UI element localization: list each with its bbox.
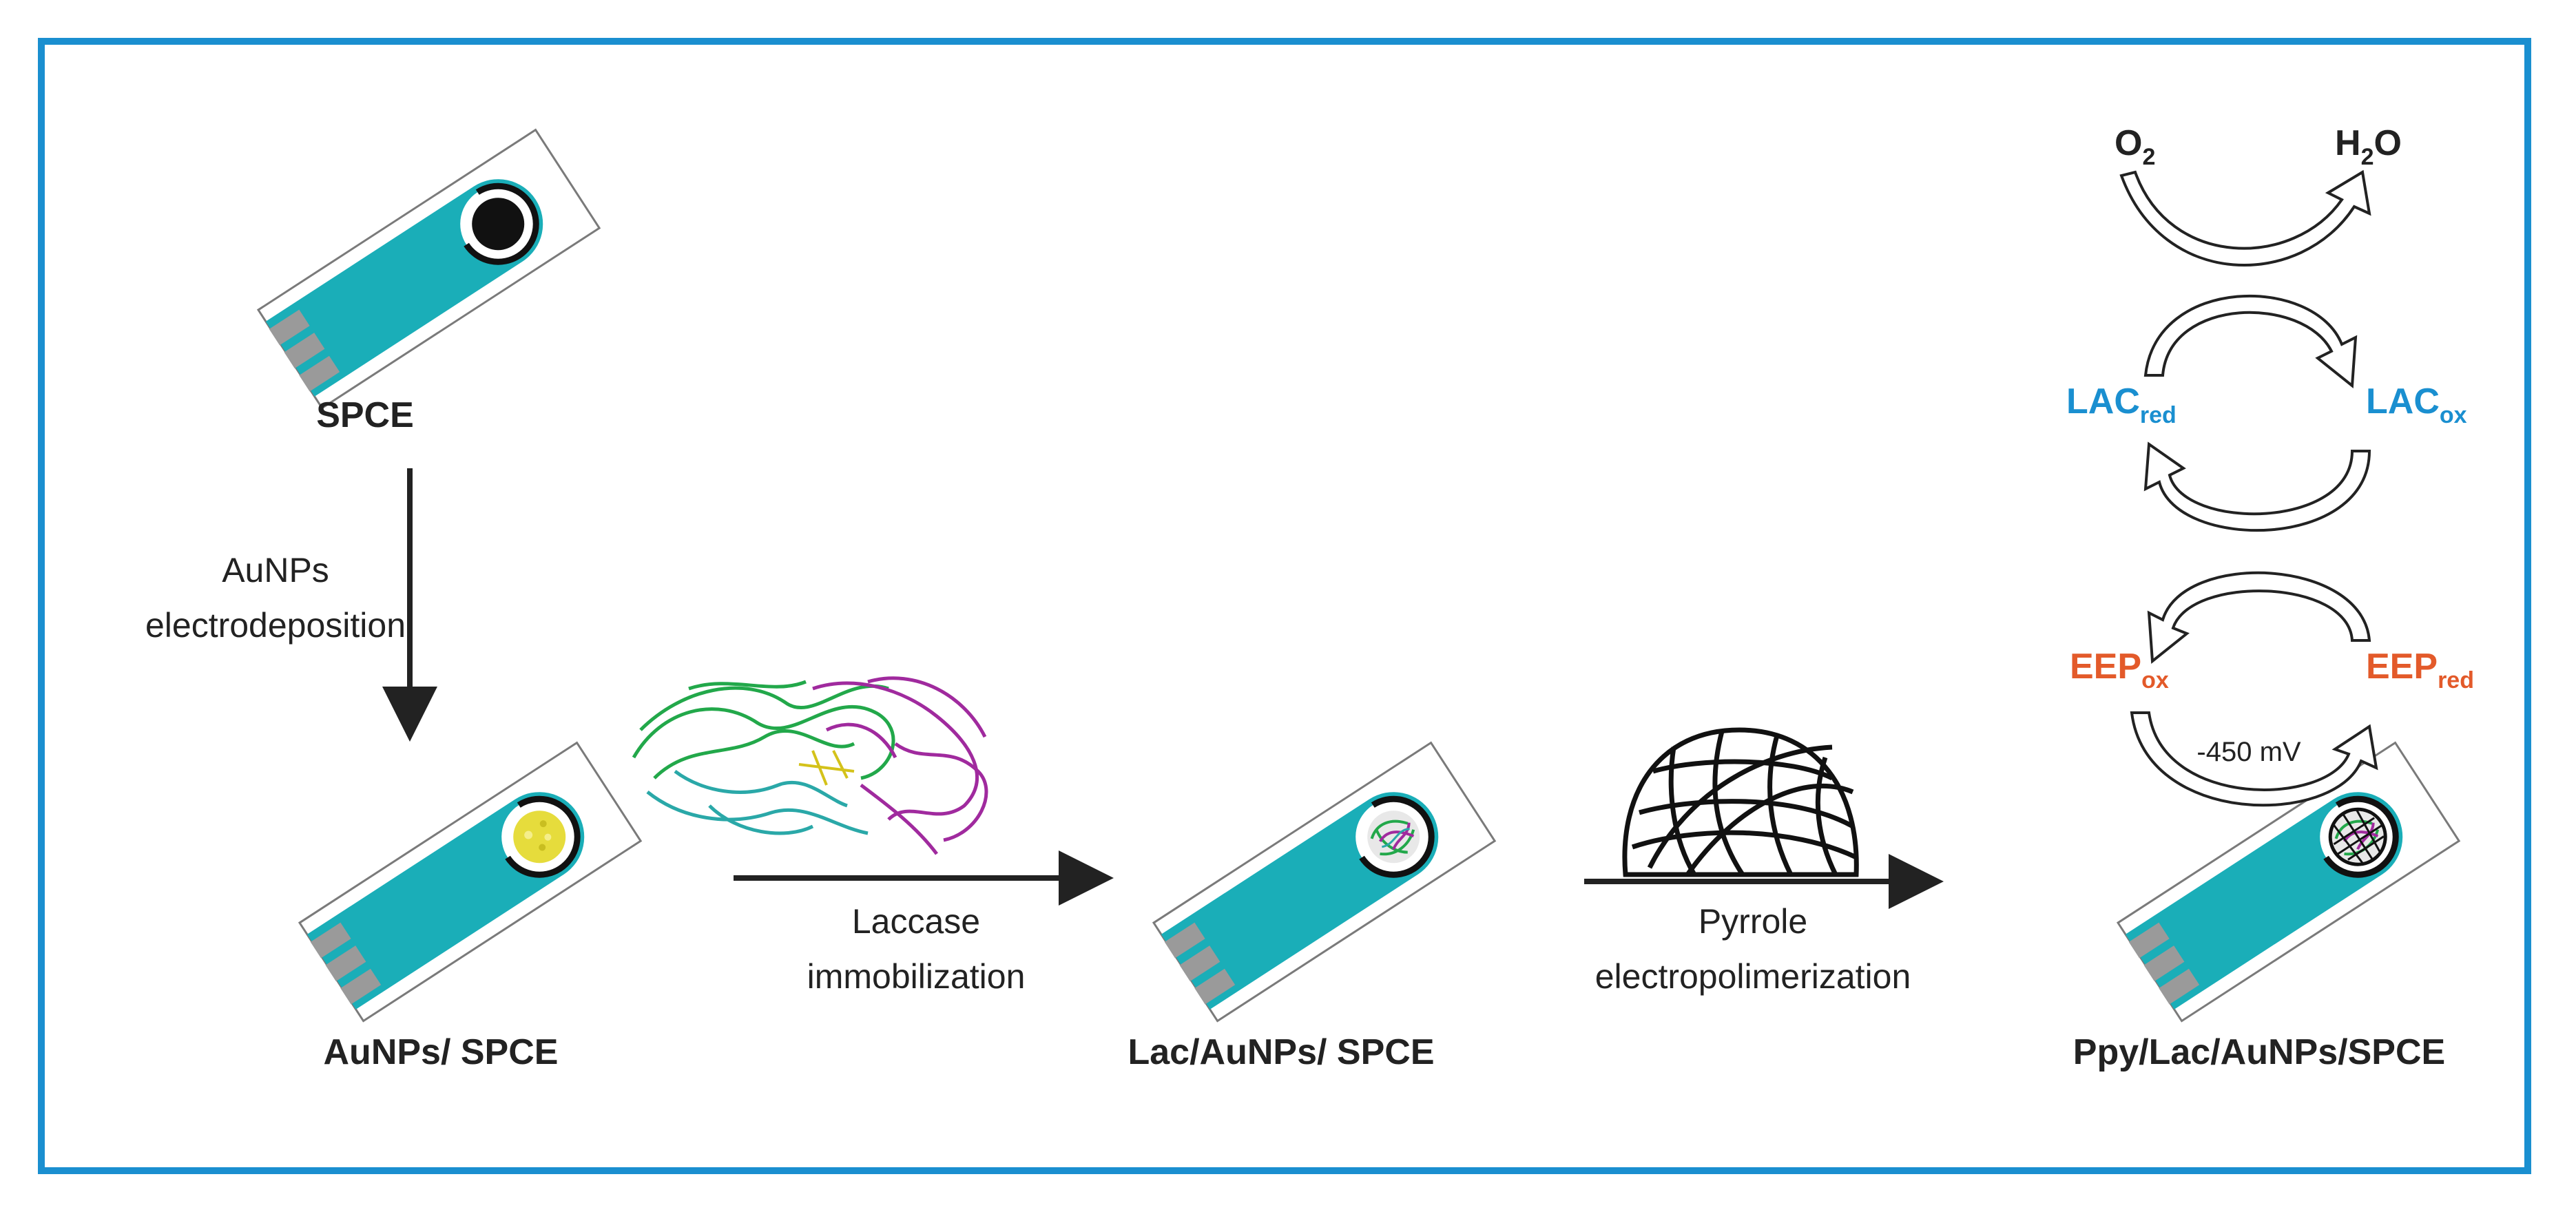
spce-label: SPCE: [316, 395, 414, 435]
cycle-arrow-icon: [2143, 294, 2358, 388]
cycle-arrow-icon: [2119, 169, 2371, 267]
step2-label-line2: immobilization: [807, 957, 1026, 996]
ppy-lac-aunps-spce-electrode-icon: [2117, 743, 2459, 1022]
laccase-protein-icon: [632, 676, 988, 855]
h2o-label: H2O: [2335, 123, 2402, 170]
lac-aunps-spce-electrode-icon: [1152, 743, 1495, 1022]
lac-ox-label: LACox: [2366, 382, 2467, 428]
lac-aunps-spce-label: Lac/AuNPs/ SPCE: [1128, 1032, 1434, 1072]
aunps-spce-label: AuNPs/ SPCE: [324, 1032, 559, 1072]
potential-label: -450 mV: [2196, 737, 2300, 767]
step1-label-line1: AuNPs: [222, 551, 329, 589]
step2-label-line1: Laccase: [852, 902, 980, 941]
polypyrrole-mesh-icon: [1622, 727, 1859, 877]
eep-ox-label: EEPox: [2070, 647, 2169, 693]
step3-label-line1: Pyrrole: [1699, 902, 1807, 941]
eep-red-label: EEPred: [2366, 647, 2474, 693]
redox-cycle: O2 H2O LACred LACox EEPox EEPred -450 mV: [2066, 123, 2474, 807]
step1-label-line2: electrodeposition: [145, 606, 406, 645]
o2-label: O2: [2115, 123, 2155, 170]
lac-red-label: LACred: [2066, 382, 2177, 428]
step3-label-line2: electropolimerization: [1595, 957, 1911, 996]
ppy-lac-aunps-spce-label: Ppy/Lac/AuNPs/SPCE: [2073, 1032, 2445, 1072]
aunps-spce-electrode-icon: [298, 743, 641, 1022]
cycle-arrow-icon: [2143, 441, 2371, 532]
spce-electrode-icon: [257, 130, 599, 409]
cycle-arrow-icon: [2130, 711, 2378, 807]
cycle-arrow-icon: [2147, 571, 2371, 664]
